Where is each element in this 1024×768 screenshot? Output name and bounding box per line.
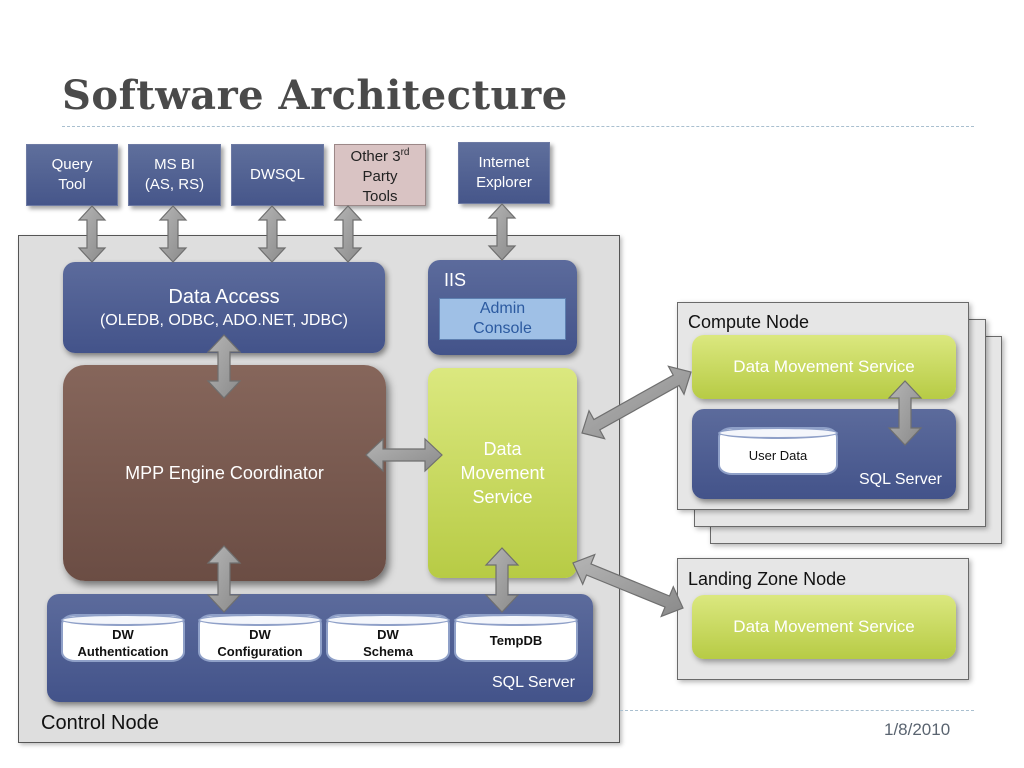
- slide-title: Software Architecture: [62, 72, 568, 119]
- ms-bi-box: MS BI (AS, RS): [128, 144, 221, 206]
- dw-configuration-cylinder: DW Configuration: [198, 614, 322, 662]
- admin-console-box: Admin Console: [439, 298, 566, 340]
- data-access-protocols: (OLEDB, ODBC, ADO.NET, JDBC): [99, 312, 349, 329]
- iis-label: IIS: [444, 270, 467, 290]
- other-3rd-rest: Party Tools: [362, 168, 398, 205]
- dw-schema-cylinder: DW Schema: [326, 614, 450, 662]
- iis-box: IIS Admin Console: [428, 260, 577, 355]
- compute-sql-server-label: SQL Server: [859, 471, 942, 488]
- internet-explorer-box: Internet Explorer: [458, 142, 550, 204]
- control-sql-server-label: SQL Server: [492, 674, 575, 691]
- user-data-label: User Data: [748, 447, 808, 463]
- control-dms-box: Data Movement Service: [428, 368, 577, 578]
- footer-divider: [620, 710, 974, 711]
- landing-zone-dms-box: Data Movement Service: [692, 595, 956, 659]
- compute-node-label: Compute Node: [688, 312, 810, 332]
- mpp-engine-coordinator-box: MPP Engine Coordinator: [63, 365, 386, 581]
- data-access-box: Data Access (OLEDB, ODBC, ADO.NET, JDBC): [63, 262, 385, 353]
- other-3rd-line: Other 3rd: [351, 143, 410, 167]
- dw-authentication-cylinder: DW Authentication: [61, 614, 185, 662]
- dwsql-box: DWSQL: [231, 144, 324, 206]
- slide-date: 1/8/2010: [884, 720, 951, 739]
- dw-schema-label: DW Schema: [363, 627, 413, 659]
- compute-node-panel: Compute Node Data Movement Service User …: [677, 302, 969, 510]
- dw-authentication-label: DW Authentication: [77, 627, 169, 659]
- landing-zone-node-panel: Landing Zone Node Data Movement Service: [677, 558, 969, 680]
- tempdb-label: TempDB: [489, 632, 543, 648]
- user-data-cylinder: User Data: [718, 427, 838, 475]
- dw-configuration-label: DW Configuration: [217, 627, 303, 659]
- control-node-label: Control Node: [41, 712, 159, 734]
- compute-dms-box: Data Movement Service: [692, 335, 956, 399]
- data-access-title: Data Access: [168, 286, 280, 308]
- compute-sql-server-box: User Data SQL Server: [692, 409, 956, 499]
- other-3rd-sup: rd: [400, 147, 410, 158]
- control-sql-server-box: DW Authentication DW Configuration DW Sc…: [47, 594, 593, 702]
- query-tool-box: Query Tool: [26, 144, 118, 206]
- landing-zone-node-label: Landing Zone Node: [688, 569, 847, 589]
- other-3rd-party-tools-box: Other 3rd Party Tools: [334, 144, 426, 206]
- title-divider: [62, 126, 974, 127]
- other-3rd-text: Other 3: [350, 148, 401, 165]
- tempdb-cylinder: TempDB: [454, 614, 578, 662]
